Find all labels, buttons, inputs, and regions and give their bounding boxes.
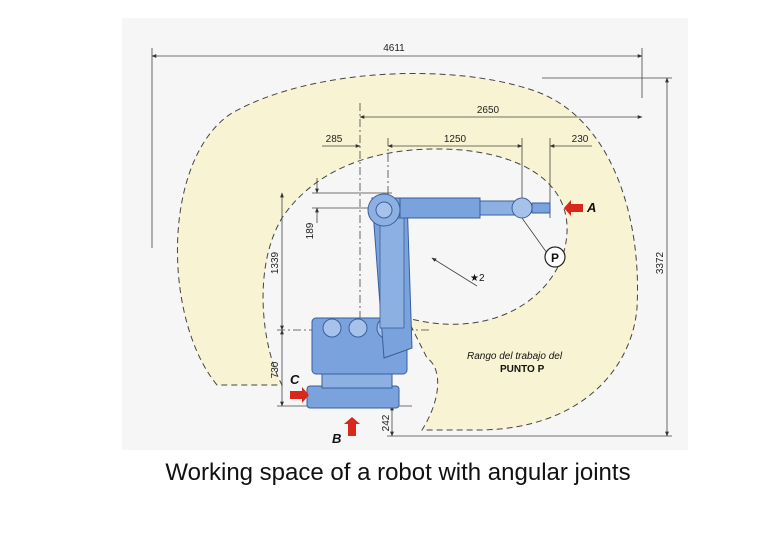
workspace-region <box>176 72 639 431</box>
label-star-2: ★2 <box>470 273 485 284</box>
dim-1250: 1250 <box>444 134 467 145</box>
robot-workspace-diagram: 4611 2650 285 1250 230 189 1339 730 242 … <box>122 18 688 450</box>
dim-285: 285 <box>326 134 343 145</box>
robot-upper-arm <box>367 193 551 227</box>
caption: Working space of a robot with angular jo… <box>165 459 631 486</box>
label-c: C <box>290 372 300 387</box>
arrow-b-icon <box>344 417 360 436</box>
dim-242: 242 <box>381 414 392 431</box>
label-p: P <box>551 251 559 265</box>
dim-730: 730 <box>270 361 281 378</box>
range-label-line2: PUNTO P <box>500 364 545 375</box>
dim-189: 189 <box>305 222 316 239</box>
dim-3372: 3372 <box>655 251 666 274</box>
range-label-line1: Rango del trabajo del <box>467 351 563 362</box>
point-p-circle <box>544 246 566 268</box>
label-a: A <box>586 200 596 215</box>
label-b: B <box>332 431 341 446</box>
dim-4611: 4611 <box>383 43 405 54</box>
red-arrows <box>290 200 583 436</box>
dim-2650: 2650 <box>477 105 500 116</box>
robot-lower-arm <box>371 197 413 359</box>
dim-1339: 1339 <box>270 251 281 274</box>
dim-230: 230 <box>572 134 589 145</box>
arrow-a-icon <box>564 200 583 216</box>
arrow-c-icon <box>290 387 309 403</box>
